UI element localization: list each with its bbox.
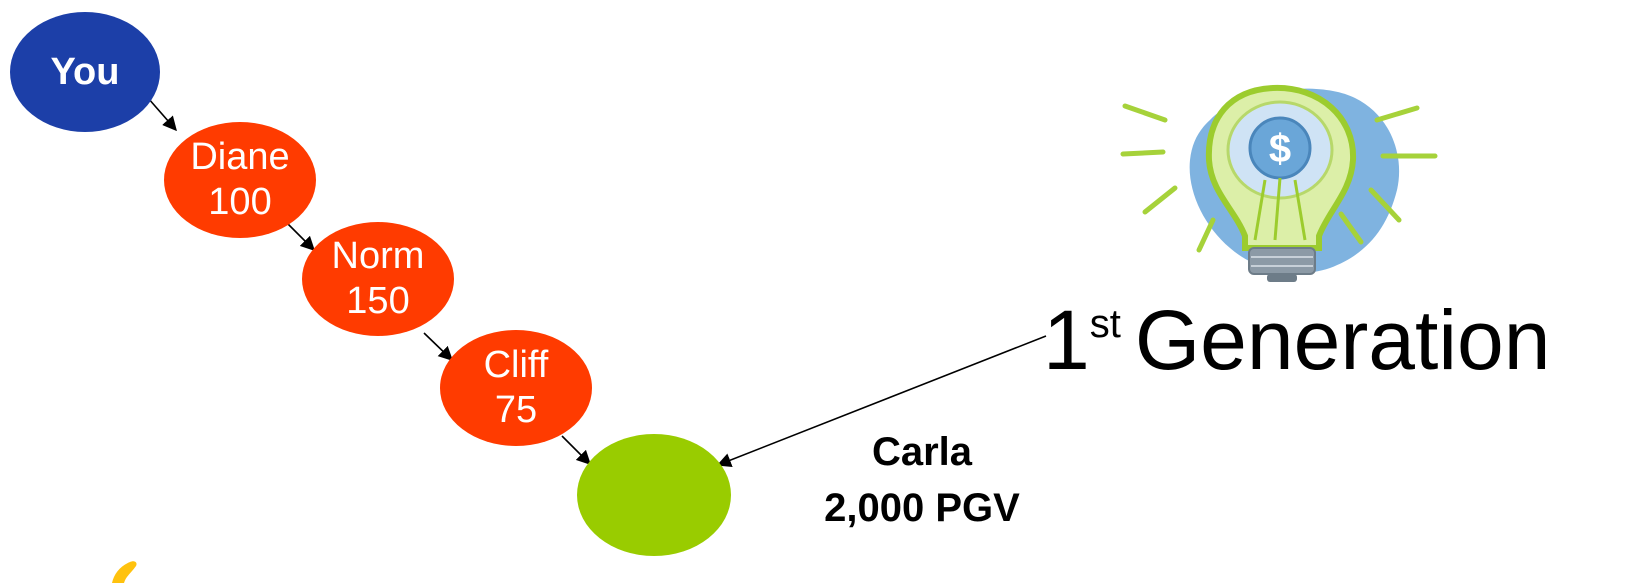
bulb-base [1248,247,1316,275]
generation-number: 1 [1043,293,1090,387]
node-cliff: Cliff 75 [440,330,592,446]
carla-volume: 2,000 PGV [824,486,1020,530]
node-diane-value: 100 [208,181,272,223]
node-norm: Norm 150 [302,222,454,336]
dollar-sign: $ [1269,127,1291,171]
node-carla [577,434,731,556]
arrow-you-to-diane [147,97,177,132]
carla-label: Carla 2,000 PGV [772,424,1072,536]
generation-text: Generation [1134,293,1551,387]
node-you: You [10,12,160,132]
node-diane: Diane 100 [164,122,316,238]
node-norm-value: 150 [346,280,410,322]
bulb-rays [1120,103,1438,253]
node-diane-name: Diane [190,136,290,179]
bulb-filament [1253,177,1307,241]
node-you-name: You [50,50,120,93]
node-cliff-value: 75 [494,389,538,431]
arrow-norm-to-cliff [423,332,454,361]
node-norm-name: Norm [331,235,425,278]
lightbulb-dollar-icon: $ [1120,84,1438,282]
arrow-diane-to-norm [285,221,316,252]
node-cliff-name: Cliff [483,344,549,387]
generation-suffix: st [1089,302,1121,346]
arrow-cliff-to-carla [561,435,592,466]
corner-graphic-icon [112,561,137,583]
arrow-generation-to-carla [716,335,1047,467]
carla-name: Carla [871,430,973,474]
